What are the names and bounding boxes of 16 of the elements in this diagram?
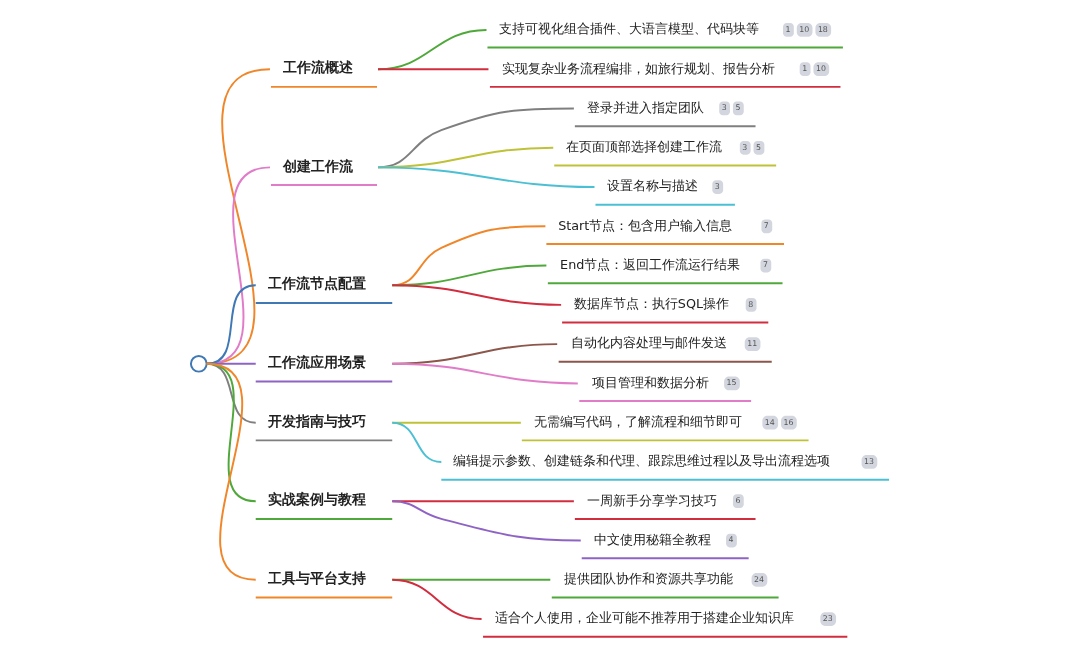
connector	[391, 362, 579, 385]
node-text: 工作流概述	[282, 59, 353, 76]
connector	[377, 166, 596, 188]
connector	[377, 68, 490, 71]
connector	[391, 500, 582, 542]
node-text: 工作流节点配置	[268, 275, 367, 292]
node-text: 创建工作流	[282, 157, 353, 174]
connector	[377, 28, 488, 71]
connector	[391, 421, 443, 463]
node-circle	[189, 354, 208, 373]
connector	[391, 578, 483, 621]
node-text: 工作流应用场景	[268, 353, 367, 370]
node-text: 开发指南与技巧	[268, 412, 367, 429]
node-text: 实战案例与教程	[268, 491, 367, 508]
node-text: 工具与平台支持	[268, 569, 367, 586]
connector	[391, 284, 563, 306]
